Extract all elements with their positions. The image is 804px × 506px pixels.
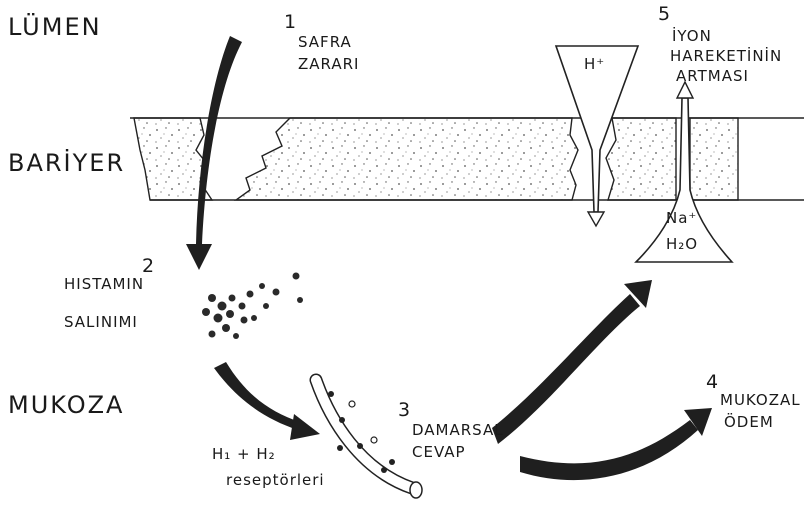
region-label-barrier: BARİYER: [8, 150, 125, 178]
arrow-to-receptors: [214, 362, 300, 430]
barrier-cell-right: [606, 118, 676, 200]
step-1-line2: ZARARI: [298, 56, 359, 73]
receptor-label-line1: H₁ + H₂: [212, 446, 276, 463]
arrow-vascular-to-ion: [492, 294, 640, 444]
step-3-number: 3: [398, 400, 410, 422]
receptor-label-line2: reseptörleri: [226, 472, 325, 489]
step-5-number: 5: [658, 4, 670, 26]
arrow-vascular-to-edema: [520, 420, 698, 480]
histamine-granules: [202, 273, 303, 340]
step-5-line1: İYON: [672, 28, 712, 45]
step-2-line2: SALINIMI: [64, 314, 138, 331]
step-2-line1: HISTAMIN: [64, 276, 144, 293]
ion-label-h2o: H₂O: [666, 236, 698, 253]
arrow-to-receptors-head: [290, 414, 320, 440]
step-3-line2: CEVAP: [412, 444, 466, 461]
h-plus-arrowhead: [588, 212, 604, 226]
barrier-cell-middle: [236, 118, 578, 200]
arrow-bile-damage-head: [186, 244, 212, 270]
step-1-number: 1: [284, 12, 296, 34]
blood-vessel: [316, 380, 422, 498]
region-label-mucosa: MUKOZA: [8, 392, 124, 420]
barrier-cell-far-right: [690, 118, 738, 200]
step-4-number: 4: [706, 372, 718, 394]
step-3-line1: DAMARSAL: [412, 422, 504, 439]
step-1-line1: SAFRA: [298, 34, 352, 51]
step-4-line2: ÖDEM: [724, 414, 774, 431]
ion-label-na: Na⁺: [666, 210, 697, 227]
step-5-line2: HAREKETİNİN: [670, 48, 782, 65]
region-label-lumen: LÜMEN: [8, 14, 102, 42]
step-4-line1: MUKOZAL: [720, 392, 801, 409]
step-5-line3: ARTMASI: [676, 68, 749, 85]
ion-label-h-plus: H⁺: [584, 56, 605, 73]
arrow-bile-damage: [196, 36, 242, 244]
